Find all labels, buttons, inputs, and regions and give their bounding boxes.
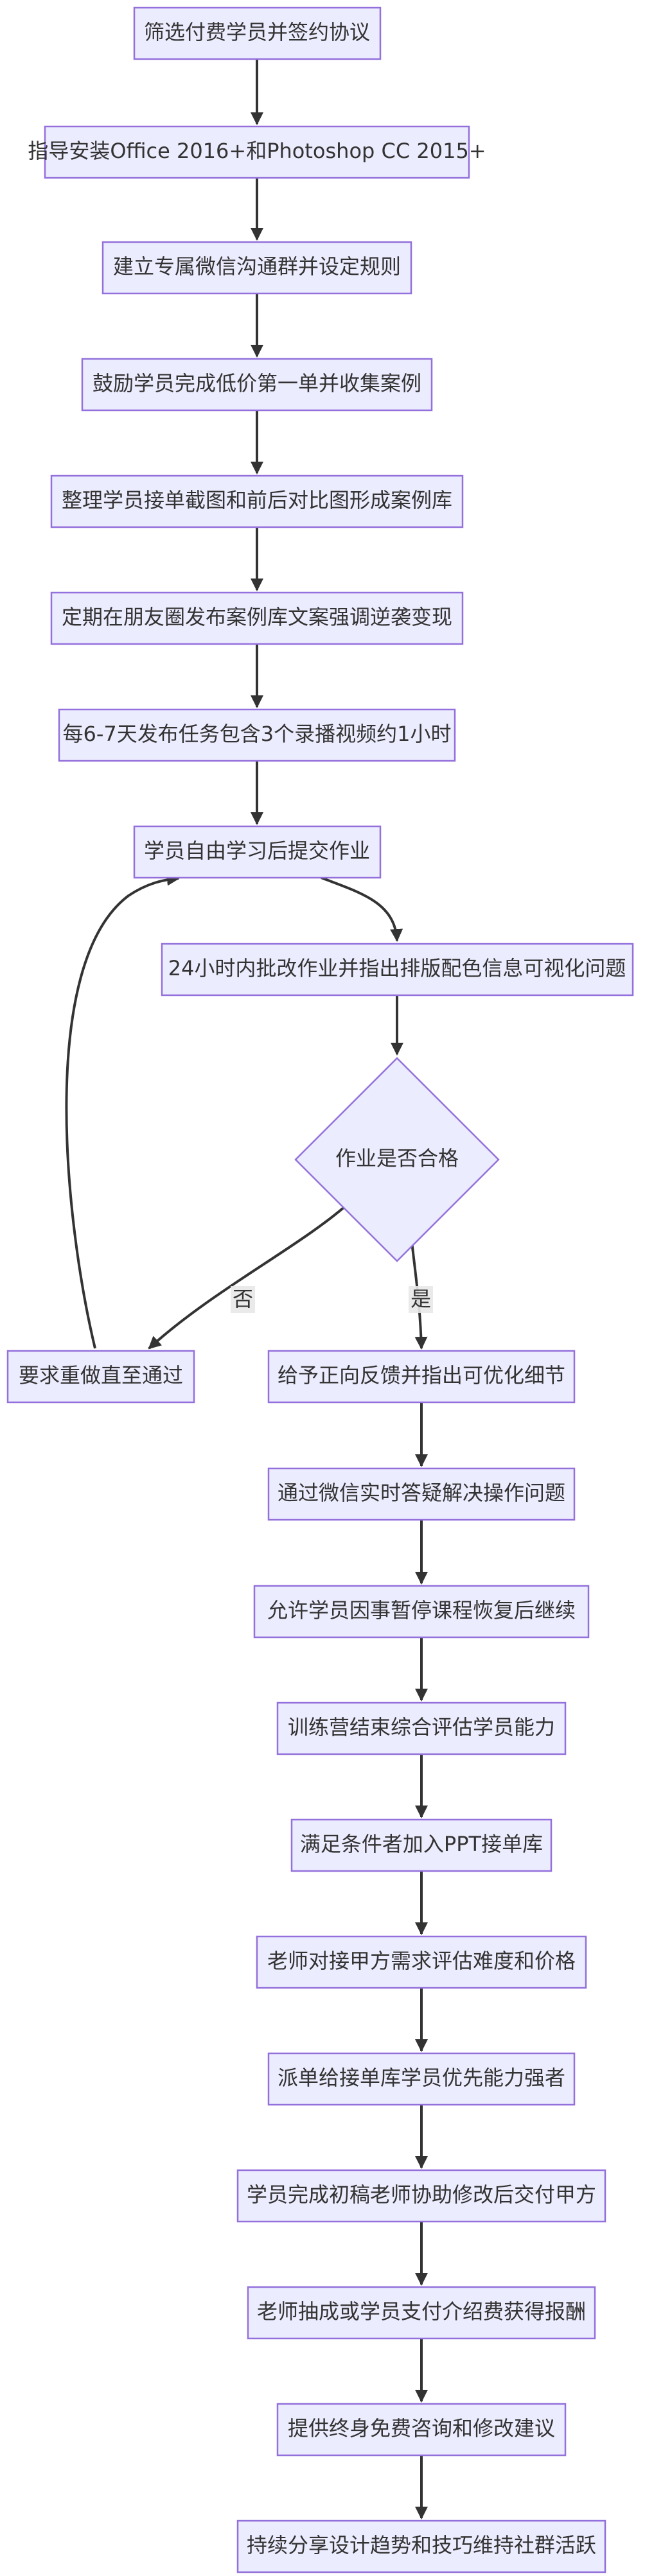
- node-first-order-text: 鼓励学员完成低价第一单并收集案例: [93, 371, 421, 396]
- edges: [65, 59, 428, 2519]
- node-wechat-group: 建立专属微信沟通群并设定规则: [102, 241, 412, 295]
- edge-label-no: 否: [231, 1286, 255, 1313]
- node-install-software-text: 指导安装Office 2016+和Photoshop CC 2015+: [28, 139, 486, 163]
- node-realtime-qa-text: 通过微信实时答疑解决操作问题: [278, 1481, 565, 1505]
- node-pause-course: 允许学员因事暂停课程恢复后继续: [253, 1585, 590, 1639]
- node-moments-post-text: 定期在朋友圈发布案例库文案强调逆袭变现: [62, 605, 452, 629]
- node-case-library: 整理学员接单截图和前后对比图形成案例库: [50, 474, 464, 528]
- node-signup: 筛选付费学员并签约协议: [133, 6, 382, 60]
- edge-d1-n10: [148, 1201, 351, 1350]
- node-first-order: 鼓励学员完成低价第一单并收集案例: [81, 358, 433, 412]
- edge-label-yes: 是: [409, 1286, 433, 1313]
- node-final-evaluation: 训练营结束综合评估学员能力: [276, 1701, 567, 1755]
- node-commission-text: 老师抽成或学员支付介绍费获得报酬: [257, 2299, 586, 2324]
- node-pause-course-text: 允许学员因事暂停课程恢复后继续: [267, 1598, 576, 1623]
- node-draft-delivery: 学员完成初稿老师协助修改后交付甲方: [236, 2169, 606, 2223]
- edge-n10-n8: [65, 873, 180, 1349]
- node-weekly-tasks-text: 每6-7天发布任务包含3个录播视频约1小时: [63, 722, 452, 746]
- node-join-pool-text: 满足条件者加入PPT接单库: [300, 1832, 543, 1856]
- node-community-sharing-text: 持续分享设计趋势和技巧维持社群活跃: [247, 2533, 596, 2557]
- node-moments-post: 定期在朋友圈发布案例库文案强调逆袭变现: [50, 591, 464, 645]
- node-install-software: 指导安装Office 2016+和Photoshop CC 2015+: [28, 125, 486, 179]
- node-redo: 要求重做直至通过: [6, 1350, 195, 1404]
- node-grade-homework-text: 24小时内批改作业并指出排版配色信息可视化问题: [168, 956, 626, 980]
- node-grade-homework: 24小时内批改作业并指出排版配色信息可视化问题: [161, 943, 634, 996]
- node-realtime-qa: 通过微信实时答疑解决操作问题: [267, 1467, 576, 1521]
- decision-homework-pass: 作业是否合格: [294, 1057, 500, 1262]
- node-wechat-group-text: 建立专属微信沟通群并设定规则: [113, 254, 401, 279]
- node-case-library-text: 整理学员接单截图和前后对比图形成案例库: [62, 488, 452, 512]
- node-final-evaluation-text: 训练营结束综合评估学员能力: [288, 1715, 555, 1739]
- node-client-requirements-text: 老师对接甲方需求评估难度和价格: [267, 1949, 576, 1973]
- node-submit-homework: 学员自由学习后提交作业: [133, 825, 382, 879]
- node-positive-feedback-text: 给予正向反馈并指出可优化细节: [278, 1363, 565, 1388]
- node-community-sharing: 持续分享设计趋势和技巧维持社群活跃: [236, 2519, 606, 2573]
- node-lifetime-support-text: 提供终身免费咨询和修改建议: [288, 2416, 555, 2441]
- node-positive-feedback: 给予正向反馈并指出可优化细节: [267, 1350, 576, 1404]
- node-draft-delivery-text: 学员完成初稿老师协助修改后交付甲方: [247, 2182, 596, 2207]
- edge-label-yes-text: 是: [411, 1287, 431, 1311]
- node-redo-text: 要求重做直至通过: [19, 1363, 183, 1388]
- node-client-requirements: 老师对接甲方需求评估难度和价格: [256, 1935, 587, 1989]
- node-lifetime-support: 提供终身免费咨询和修改建议: [276, 2403, 567, 2457]
- decision-homework-pass-text: 作业是否合格: [335, 1146, 459, 1171]
- node-dispatch-order: 派单给接单库学员优先能力强者: [267, 2052, 576, 2106]
- edge-label-no-text: 否: [233, 1287, 253, 1311]
- node-commission: 老师抽成或学员支付介绍费获得报酬: [247, 2286, 596, 2340]
- node-submit-homework-text: 学员自由学习后提交作业: [144, 839, 370, 863]
- node-weekly-tasks: 每6-7天发布任务包含3个录播视频约1小时: [58, 708, 456, 762]
- edge-n8-n9: [321, 876, 403, 942]
- node-signup-text: 筛选付费学员并签约协议: [144, 20, 370, 44]
- node-join-pool: 满足条件者加入PPT接单库: [290, 1818, 552, 1872]
- node-dispatch-order-text: 派单给接单库学员优先能力强者: [278, 2066, 565, 2090]
